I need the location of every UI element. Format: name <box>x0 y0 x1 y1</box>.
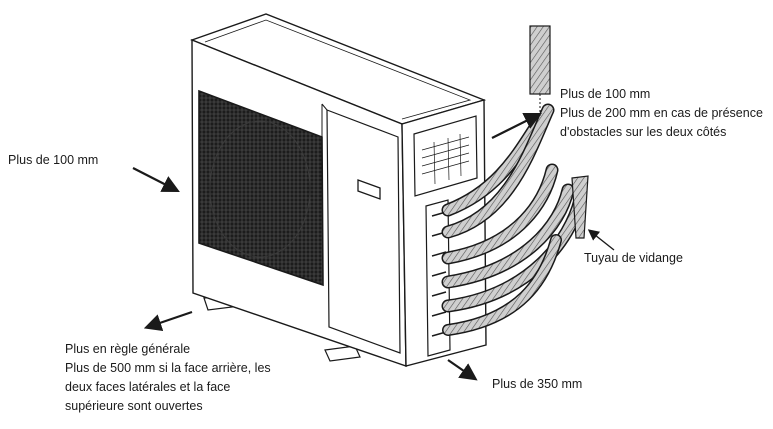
rear-clearance-line-2: Plus de 500 mm si la face arrière, les <box>65 361 271 375</box>
fan-blade-outline <box>209 120 311 258</box>
arrow-right-clearance <box>491 113 542 139</box>
access-panel <box>326 109 401 354</box>
left-clearance-text: Plus de 100 mm <box>8 153 99 167</box>
right-clearance-line-2: Plus de 200 mm en cas de présence <box>560 106 763 120</box>
drain-pipe-text: Tuyau de vidange <box>584 251 683 265</box>
arrow-drain-pipe <box>587 229 615 251</box>
right-clearance-line-3: d'obstacles sur les deux côtés <box>560 125 727 139</box>
refrigerant-hoses <box>441 103 587 336</box>
rear-clearance-line-3: deux faces latérales et la face <box>65 380 231 394</box>
drain-pipe <box>571 175 589 239</box>
right-clearance-label: Plus de 100 mm Plus de 200 mm en cas de … <box>560 85 763 142</box>
fan-grille <box>198 89 324 287</box>
front-clearance-label: Plus de 350 mm <box>492 375 582 394</box>
rear-clearance-line-1: Plus en règle générale <box>65 342 191 356</box>
arrow-rear-clearance <box>143 310 193 332</box>
left-clearance-label: Plus de 100 mm <box>8 151 98 170</box>
rear-clearance-label: Plus en règle générale Plus de 500 mm si… <box>65 340 271 416</box>
drain-pipe-label: Tuyau de vidange <box>584 249 683 268</box>
control-box <box>413 115 478 197</box>
rear-clearance-line-4: supérieure sont ouvertes <box>65 399 203 413</box>
outdoor-unit <box>190 13 487 367</box>
arrow-left-clearance <box>132 167 180 193</box>
arrow-front-clearance <box>447 359 478 381</box>
front-clearance-text: Plus de 350 mm <box>492 377 583 391</box>
valve-panel <box>425 199 451 357</box>
right-clearance-line-1: Plus de 100 mm <box>560 87 651 101</box>
unit-foot-right <box>324 345 361 362</box>
vertical-pipe <box>529 25 551 118</box>
panel-handle <box>357 179 381 200</box>
